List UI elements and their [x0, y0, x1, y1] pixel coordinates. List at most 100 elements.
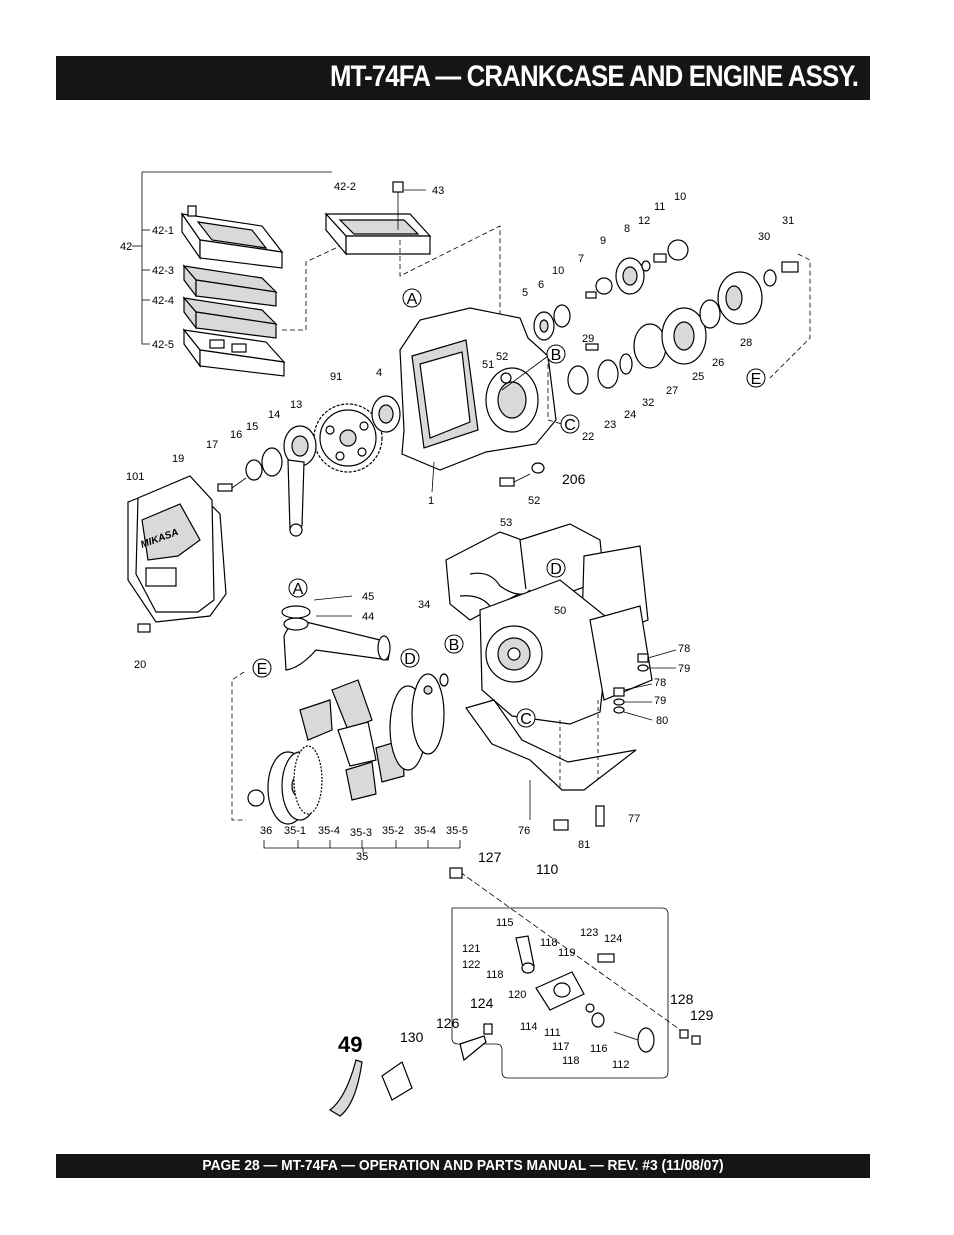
label-127: 127: [478, 849, 502, 865]
page-title: MT-74FA — CRANKCASE AND ENGINE ASSY.: [329, 60, 859, 93]
label-24: 24: [624, 409, 636, 421]
label-120: 120: [508, 989, 526, 1001]
label-10a: 10: [552, 265, 564, 277]
svg-text:E: E: [257, 661, 268, 678]
callout-d-engine: D: [546, 558, 566, 578]
label-36: 36: [260, 825, 272, 837]
label-52b: 52: [528, 495, 540, 507]
label-4: 4: [376, 367, 382, 379]
label-78a: 78: [678, 643, 690, 655]
part-number-labels: 42 42-1 42-2 42-3 42-4 42-5 43 1 4 5 6 7…: [120, 181, 794, 1071]
svg-text:C: C: [564, 417, 576, 434]
label-129: 129: [690, 1007, 714, 1023]
svg-text:B: B: [551, 347, 562, 364]
gear-and-crank: [217, 395, 401, 537]
base-plate: [465, 699, 637, 831]
label-130: 130: [400, 1029, 424, 1045]
callout-c-upper: C: [560, 414, 580, 434]
label-34: 34: [418, 599, 430, 611]
label-206: 206: [562, 471, 586, 487]
label-121: 121: [462, 943, 480, 955]
label-42-1: 42-1: [152, 225, 174, 237]
callout-a-upper: A: [402, 288, 422, 308]
label-16: 16: [230, 429, 242, 441]
clutch-pulley-assembly: [231, 671, 461, 852]
label-78b: 78: [654, 677, 666, 689]
label-35-2: 35-2: [382, 825, 404, 837]
callout-b-upper: B: [546, 344, 566, 364]
label-81: 81: [578, 839, 590, 851]
svg-text:C: C: [520, 711, 532, 728]
label-19: 19: [172, 453, 184, 465]
label-126: 126: [436, 1015, 460, 1031]
callout-a-lower: A: [288, 578, 308, 598]
label-29: 29: [582, 333, 594, 345]
figure-number: 49: [338, 1032, 362, 1057]
label-11: 11: [654, 201, 665, 213]
label-128: 128: [670, 991, 694, 1007]
footer-text: PAGE 28 — MT-74FA — OPERATION AND PARTS …: [202, 1157, 724, 1174]
svg-text:A: A: [293, 581, 304, 598]
page-header: MT-74FA — CRANKCASE AND ENGINE ASSY.: [56, 56, 870, 100]
label-35-5: 35-5: [446, 825, 468, 837]
label-101: 101: [126, 471, 144, 483]
label-80: 80: [656, 715, 668, 727]
label-123: 123: [580, 927, 598, 939]
label-118c: 118: [562, 1055, 580, 1067]
label-31: 31: [782, 215, 794, 227]
label-30: 30: [758, 231, 770, 243]
label-118a: 118: [540, 937, 558, 949]
intake-elbow: [281, 595, 391, 671]
page-footer: PAGE 28 — MT-74FA — OPERATION AND PARTS …: [56, 1154, 870, 1178]
label-45: 45: [362, 591, 374, 603]
svg-text:D: D: [550, 561, 562, 578]
label-51: 51: [482, 359, 494, 371]
label-9: 9: [600, 235, 606, 247]
label-22: 22: [582, 431, 594, 443]
label-7: 7: [578, 253, 584, 265]
label-35-3: 35-3: [350, 827, 372, 839]
label-115: 115: [496, 917, 514, 929]
label-17: 17: [206, 439, 218, 451]
label-23: 23: [604, 419, 616, 431]
label-35-4b: 35-4: [414, 825, 436, 837]
label-112: 112: [612, 1059, 630, 1071]
label-122: 122: [462, 959, 480, 971]
label-35-4a: 35-4: [318, 825, 340, 837]
engine-mount-hardware: [613, 649, 677, 721]
label-91: 91: [330, 371, 342, 383]
label-43: 43: [432, 185, 444, 197]
label-117: 117: [552, 1041, 570, 1053]
label-124a: 124: [604, 933, 622, 945]
label-124b: 124: [470, 995, 494, 1011]
label-116: 116: [590, 1043, 608, 1055]
label-42-5: 42-5: [152, 339, 174, 351]
label-35: 35: [356, 851, 368, 863]
svg-text:B: B: [449, 637, 460, 654]
svg-text:E: E: [751, 371, 762, 388]
label-114: 114: [520, 1021, 538, 1033]
label-42-4: 42-4: [152, 295, 174, 307]
crankcase-bolts: [499, 462, 545, 487]
label-5: 5: [522, 287, 528, 299]
label-76: 76: [518, 825, 530, 837]
label-12: 12: [638, 215, 650, 227]
callout-b-engine: B: [444, 634, 464, 654]
label-77: 77: [628, 813, 640, 825]
label-119: 119: [558, 947, 576, 959]
label-14: 14: [268, 409, 280, 421]
label-26: 26: [712, 357, 724, 369]
label-79a: 79: [678, 663, 690, 675]
crankcase: [399, 307, 557, 493]
label-13: 13: [290, 399, 302, 411]
label-118b: 118: [486, 969, 504, 981]
throttle-assembly: [328, 867, 701, 1117]
label-20: 20: [134, 659, 146, 671]
label-1: 1: [428, 495, 434, 507]
label-28: 28: [740, 337, 752, 349]
label-52a: 52: [496, 351, 508, 363]
callout-d-lower: D: [400, 648, 420, 668]
label-32: 32: [642, 397, 654, 409]
label-42-2: 42-2: [334, 181, 356, 193]
